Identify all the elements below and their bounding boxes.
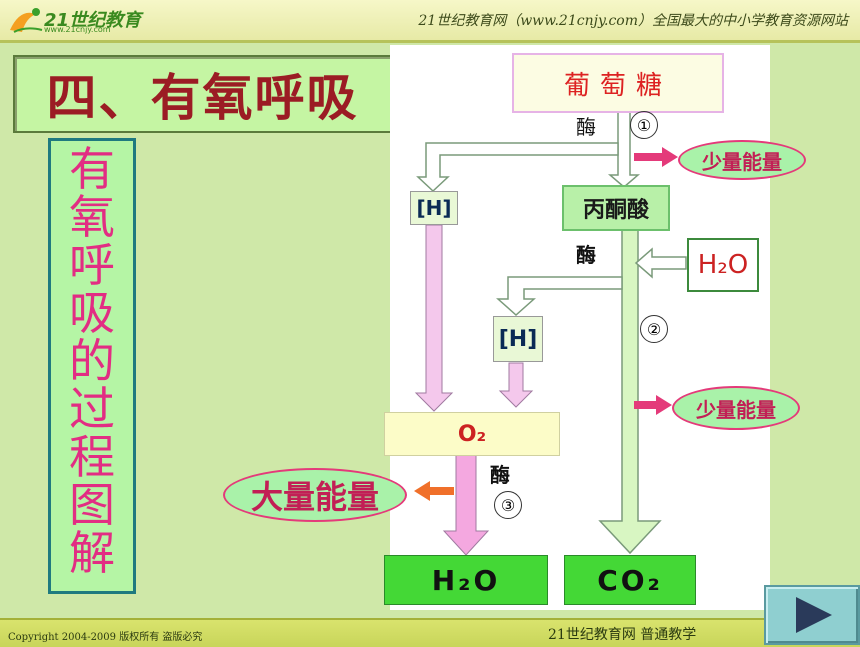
arrow-o2-h2o	[442, 454, 490, 556]
step-2-marker: ②	[640, 315, 668, 343]
enzyme-label-1: 酶	[576, 115, 596, 139]
enzyme-label-3: 酶	[490, 463, 510, 487]
pyruvate-node: 丙酮酸	[562, 185, 670, 231]
enzyme-label-2: 酶	[576, 243, 596, 267]
footer-bar: Copyright 2004-2009 版权所有 盗版必究 21世纪教育网 普通…	[0, 618, 860, 647]
large-energy-badge: 大量能量	[223, 468, 407, 522]
arrow-glucose-h	[416, 142, 619, 193]
step-3-marker: ③	[494, 491, 522, 519]
footer-right-text: 21世纪教育网 普通教学	[548, 627, 697, 643]
diagram-arrows	[414, 108, 687, 556]
glucose-node: 葡萄糖	[512, 53, 724, 113]
arrow-energy-3	[414, 481, 454, 501]
arrow-h2-o2	[498, 362, 534, 408]
small-energy-badge-1: 少量能量	[678, 140, 806, 180]
logo-url[interactable]: www.21cnjy.com	[44, 25, 111, 34]
page-title-text: 四、有氧呼吸	[46, 68, 359, 127]
header-slogan: 21世纪教育网（www.21cnjy.com）全国最大的中小学教育资源网站	[418, 13, 848, 29]
arrow-pyruvate-h	[496, 276, 623, 317]
arrow-energy-2	[634, 395, 672, 415]
arrow-energy-1	[634, 147, 678, 167]
logo-icon	[10, 8, 43, 33]
respiration-diagram: 葡萄糖 酶 ① [H] 丙酮酸 酶 H₂O [H] ② O₂ 酶 ③ H₂O C…	[384, 45, 770, 610]
play-icon	[796, 597, 832, 633]
oxygen-node: O₂	[384, 412, 560, 456]
co2-node: CO₂	[564, 555, 696, 605]
header-bar: 21世纪教育 www.21cnjy.com 21世纪教育网（www.21cnjy…	[0, 0, 860, 43]
side-title-text: 有氧呼吸的过程图解	[69, 142, 115, 580]
water-input-node: H₂O	[687, 238, 759, 292]
step-1-marker: ①	[630, 111, 658, 139]
arrow-water-in	[634, 247, 687, 279]
copyright-text: Copyright 2004-2009 版权所有 盗版必究	[8, 632, 203, 643]
logo-text: 21世纪教育	[44, 10, 142, 31]
h-node-2: [H]	[493, 316, 543, 362]
arrow-pyruvate-co2	[598, 228, 662, 555]
arrow-h-o2	[414, 224, 454, 412]
water-output-node: H₂O	[384, 555, 548, 605]
side-title-box: 有氧呼吸的过程图解	[48, 138, 136, 594]
page-title: 四、有氧呼吸	[13, 55, 392, 133]
small-energy-badge-2: 少量能量	[672, 386, 800, 430]
next-slide-button[interactable]	[764, 585, 860, 645]
h-node-1: [H]	[410, 191, 458, 225]
